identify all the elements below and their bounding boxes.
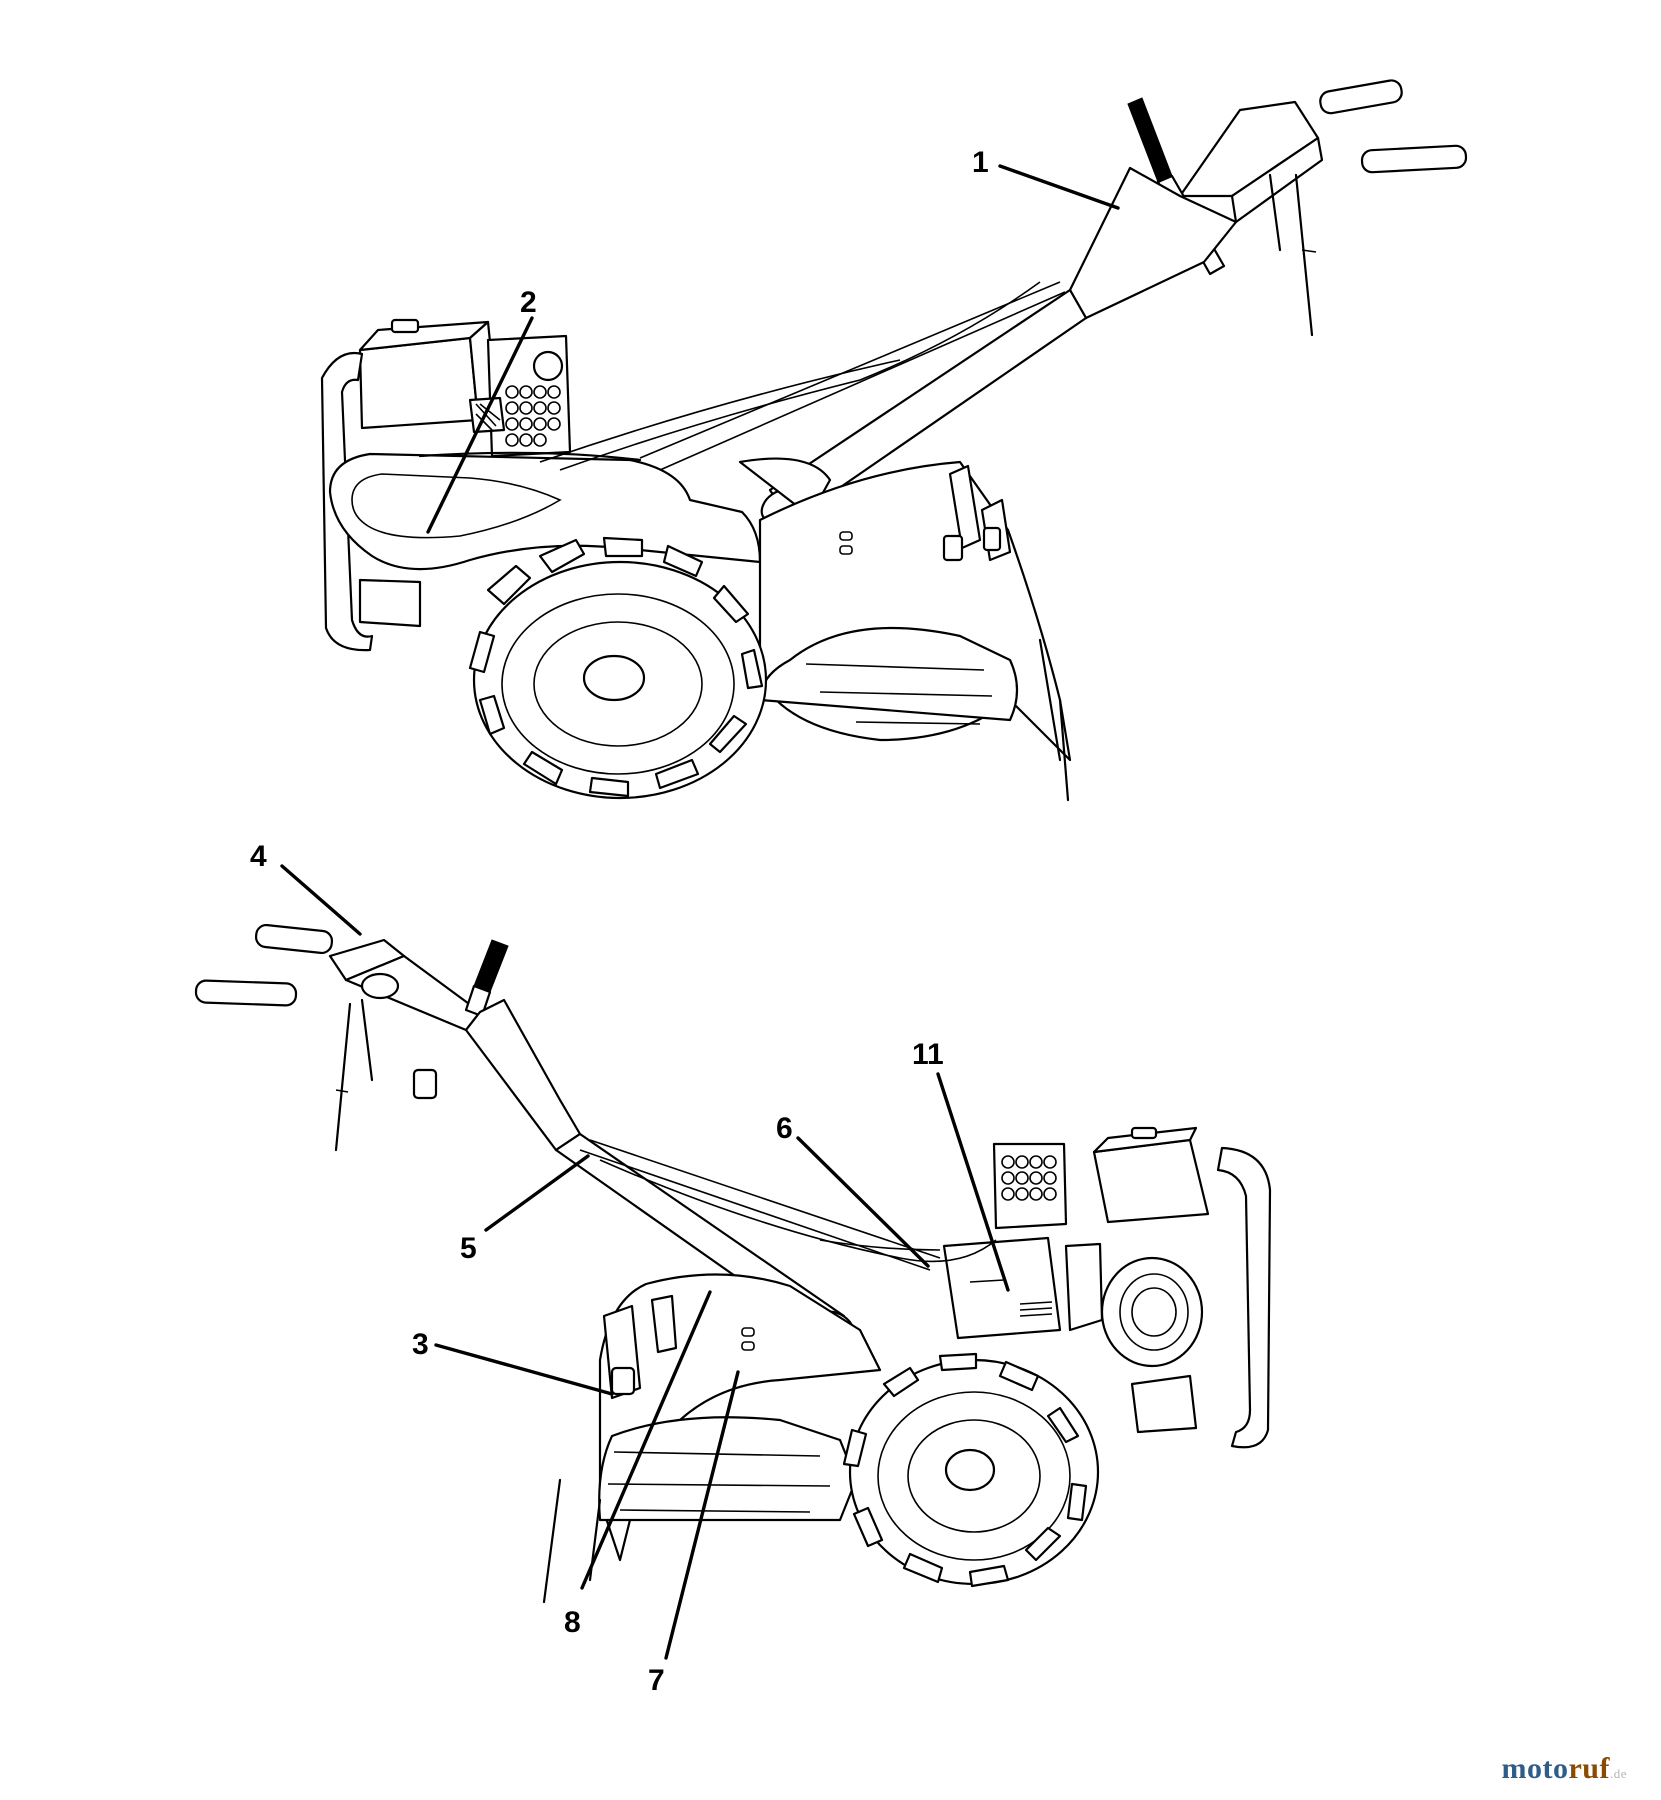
callout-2: 2	[520, 286, 537, 319]
callout-3: 3	[412, 1328, 429, 1361]
callout-leaders	[280, 164, 1120, 1660]
leader-6	[796, 1136, 930, 1268]
leader-1	[998, 164, 1120, 210]
bottom-wheel	[842, 1352, 1100, 1588]
callout-1: 1	[972, 146, 989, 179]
callout-5: 5	[460, 1232, 477, 1265]
top-engine	[358, 318, 572, 458]
bottom-depth-bracket	[602, 1294, 678, 1400]
leader-11	[936, 1072, 1010, 1292]
callout-7: 7	[648, 1664, 665, 1697]
callout-8: 8	[564, 1606, 581, 1639]
motoruf-watermark: motoruf.de	[1501, 1752, 1627, 1786]
leader-3	[434, 1343, 614, 1396]
leader-2	[426, 316, 534, 534]
bottom-handlebar	[194, 923, 482, 1152]
leader-7	[664, 1370, 740, 1660]
callout-6: 6	[776, 1112, 793, 1145]
top-wheel-tread	[468, 536, 764, 798]
bottom-shift-lever	[464, 939, 509, 1018]
bottom-engine-grille	[1001, 1155, 1057, 1201]
callout-4: 4	[250, 840, 267, 873]
watermark-brand-part2: ruf	[1568, 1752, 1610, 1785]
leader-4	[280, 864, 362, 936]
watermark-brand-part1: moto	[1501, 1752, 1569, 1785]
top-tine-hood	[758, 460, 1072, 802]
tiller-top-view	[320, 79, 1468, 802]
top-depth-bracket	[942, 464, 1012, 562]
leader-8	[580, 1290, 712, 1590]
bottom-rear-frame	[1130, 1146, 1272, 1449]
top-handlebar	[1178, 79, 1468, 337]
watermark-suffix: .de	[1609, 1766, 1627, 1781]
callout-11: 11	[912, 1038, 944, 1071]
leader-5	[484, 1154, 590, 1232]
callout-labels: 1 2 4 5 6 11 3 8 7	[250, 146, 989, 1697]
bottom-engine	[942, 1126, 1210, 1368]
top-front-bumper	[320, 351, 374, 652]
bottom-tine-hood	[542, 1273, 882, 1604]
top-engine-grille	[505, 385, 561, 447]
tiller-bottom-view	[194, 923, 1272, 1604]
bottom-wheel-tread	[842, 1352, 1088, 1588]
top-wheel	[468, 536, 768, 800]
